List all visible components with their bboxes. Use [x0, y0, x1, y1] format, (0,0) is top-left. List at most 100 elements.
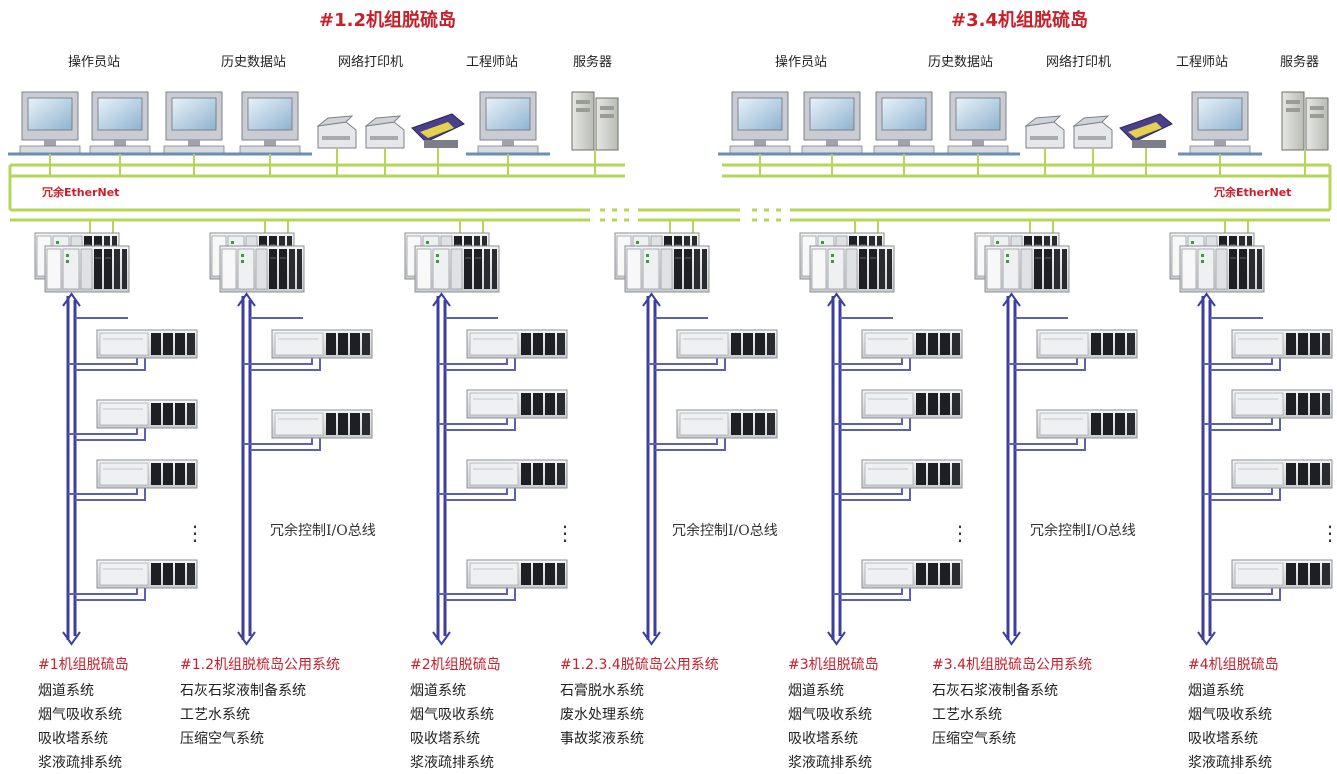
operator-station-icon	[788, 90, 876, 156]
system-item: 压缩空气系统	[180, 731, 264, 747]
io-module-icon	[1036, 409, 1138, 439]
label-engineer-station-right: 工程师站	[1176, 55, 1229, 70]
system-heading: #1.2.3.4脱硫岛公用系统	[560, 657, 719, 673]
system-item: 浆液疏排系统	[1188, 755, 1272, 771]
system-item: 烟气吸收系统	[410, 707, 494, 723]
system-item: 废水处理系统	[560, 707, 644, 723]
io-bus-label-1: 冗余控制I/O总线	[270, 523, 376, 539]
io-module-icon	[1231, 389, 1333, 419]
ethernet-bus-right	[722, 163, 1332, 222]
operator-station-icon	[150, 90, 238, 156]
system-item: 吸收塔系统	[410, 731, 480, 747]
controller-column: ⋮	[1169, 220, 1337, 646]
system-heading: #3.4机组脱硫岛公用系统	[932, 657, 1092, 673]
controller-column	[209, 220, 373, 646]
system-item: 事故浆液系统	[560, 731, 644, 747]
ethernet-label-right: 冗余EtherNet	[1214, 186, 1292, 199]
system-item: 烟气吸收系统	[38, 707, 122, 723]
io-bus-label-3: 冗余控制I/O总线	[1030, 523, 1136, 539]
label-network-printer-right: 网络打印机	[1046, 55, 1112, 70]
controller-column	[974, 220, 1138, 646]
io-module-icon	[861, 329, 963, 359]
system-item: 石灰石浆液制备系统	[932, 683, 1058, 699]
engineer-station-icon	[464, 90, 552, 156]
controller-rack-icon	[44, 245, 130, 293]
system-heading: #1.2机组脱梳岛公用系统	[180, 657, 340, 673]
system-item: 烟道系统	[38, 683, 94, 699]
engineer-station-icon	[1176, 90, 1264, 156]
system-item: 浆液疏排系统	[410, 755, 494, 771]
system-item: 烟道系统	[788, 683, 844, 699]
controller-rack-icon	[809, 245, 895, 293]
io-module-icon	[271, 409, 373, 439]
label-engineer-station-left: 工程师站	[466, 55, 519, 70]
controller-rack-icon	[984, 245, 1070, 293]
more-modules-ellipsis: ⋮	[185, 521, 205, 545]
system-item: 工艺水系统	[180, 707, 250, 723]
ethernet-bus-left	[8, 163, 625, 222]
history-station-icon	[934, 90, 1022, 156]
label-history-station-left: 历史数据站	[221, 55, 287, 70]
io-module-icon	[271, 329, 373, 359]
history-station-icon	[226, 90, 314, 156]
system-item: 烟气吸收系统	[1188, 707, 1272, 723]
io-module-icon	[466, 389, 568, 419]
io-module-icon	[96, 459, 198, 489]
plotter-icon	[1119, 113, 1173, 149]
network-printer-icon	[1025, 115, 1065, 149]
label-history-station-right: 历史数据站	[928, 55, 994, 70]
controller-columns: ⋮ ⋮ ⋮ ⋮	[34, 220, 1337, 646]
system-item: 浆液疏排系统	[38, 755, 122, 771]
system-item: 压缩空气系统	[932, 731, 1016, 747]
system-heading: #3机组脱硫岛	[788, 657, 879, 673]
operator-station-icon	[76, 90, 164, 156]
controller-rack-icon	[414, 245, 500, 293]
system-item: 吸收塔系统	[1188, 731, 1258, 747]
system-item: 吸收塔系统	[38, 731, 108, 747]
label-operator-station-right: 操作员站	[775, 55, 828, 70]
controller-rack-icon	[1179, 245, 1265, 293]
system-item: 工艺水系统	[932, 707, 1002, 723]
io-module-icon	[861, 559, 963, 589]
system-item: 烟道系统	[1188, 683, 1244, 699]
controller-column: ⋮	[34, 220, 205, 646]
controller-column: ⋮	[799, 220, 970, 646]
ethernet-bus-middle	[600, 208, 781, 222]
system-item: 烟气吸收系统	[788, 707, 872, 723]
network-printer-icon	[365, 115, 405, 149]
title-units-3-4: #3.4机组脱硫岛	[951, 10, 1088, 31]
io-module-icon	[1231, 459, 1333, 489]
io-module-icon	[676, 409, 778, 439]
more-modules-ellipsis: ⋮	[555, 521, 575, 545]
label-server-right: 服务器	[1280, 55, 1320, 70]
controller-rack-icon	[219, 245, 305, 293]
right-stations	[716, 90, 1329, 156]
label-network-printer-left: 网络打印机	[338, 55, 404, 70]
controller-rack-icon	[624, 245, 710, 293]
system-heading: #4机组脱硫岛	[1188, 657, 1279, 673]
ethernet-label-left: 冗余EtherNet	[42, 186, 120, 199]
system-item: 烟道系统	[410, 683, 466, 699]
io-module-icon	[1231, 329, 1333, 359]
io-bus-label-2: 冗余控制I/O总线	[672, 523, 778, 539]
network-printer-icon	[1073, 115, 1113, 149]
label-server-left: 服务器	[573, 55, 613, 70]
io-module-icon	[676, 329, 778, 359]
more-modules-ellipsis: ⋮	[950, 521, 970, 545]
io-module-icon	[1036, 329, 1138, 359]
operator-station-icon	[716, 90, 804, 156]
controller-column: ⋮	[404, 220, 575, 646]
operator-station-icon	[6, 90, 94, 156]
operator-station-icon	[860, 90, 948, 156]
system-item: 吸收塔系统	[788, 731, 858, 747]
io-module-icon	[466, 559, 568, 589]
network-printer-icon	[317, 115, 357, 149]
left-stations	[6, 90, 619, 156]
system-item: 石灰石浆液制备系统	[180, 683, 306, 699]
io-module-icon	[861, 459, 963, 489]
controller-column	[614, 220, 778, 646]
io-module-icon	[466, 459, 568, 489]
server-icon	[1281, 91, 1329, 151]
system-heading: #1机组脱硫岛	[38, 657, 129, 673]
